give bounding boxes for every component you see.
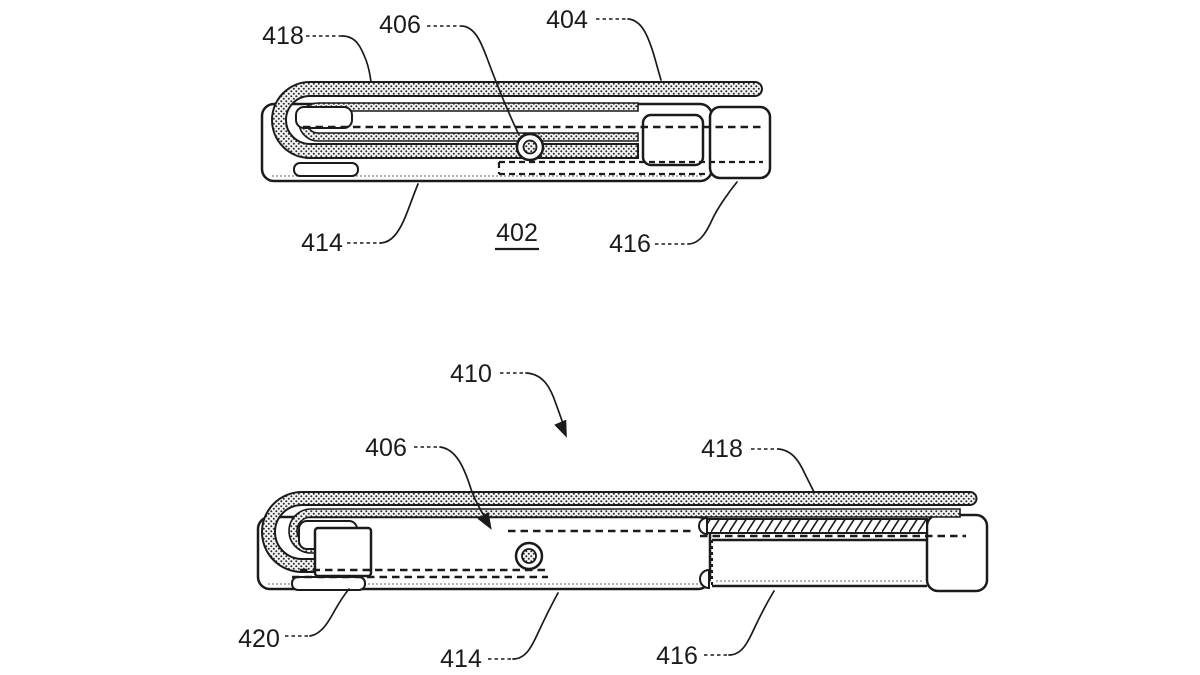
leader-406 bbox=[439, 446, 487, 520]
leader-420 bbox=[309, 588, 350, 637]
flexible-display-outer-layer bbox=[271, 81, 763, 159]
hinge-roller-core bbox=[521, 548, 537, 564]
hinge-roller-core bbox=[522, 139, 538, 155]
ref-label-414: 414 bbox=[301, 229, 343, 257]
figure-410-extended-device: 410 406 418 420 414 416 bbox=[238, 360, 989, 673]
lower-guide-tab bbox=[293, 162, 359, 177]
leader-416 bbox=[687, 181, 738, 245]
ref-label-414: 414 bbox=[440, 645, 482, 673]
internal-component-box bbox=[641, 113, 705, 167]
fold-support-tab bbox=[295, 106, 353, 129]
leader-414 bbox=[512, 592, 559, 660]
ref-label-404: 404 bbox=[546, 6, 588, 34]
device-end-cap bbox=[708, 105, 772, 180]
leader-404 bbox=[627, 18, 662, 81]
arrowhead-406 bbox=[477, 511, 492, 530]
leader-410 bbox=[525, 372, 566, 430]
ref-label-420: 420 bbox=[238, 625, 280, 653]
figure-number-402: 402 bbox=[496, 219, 538, 247]
rail-end-latch-bottom bbox=[699, 568, 710, 590]
ref-label-416: 416 bbox=[609, 230, 651, 258]
figure-402-folded-device: 418 406 404 414 402 416 bbox=[260, 6, 772, 258]
ref-label-418: 418 bbox=[701, 435, 743, 463]
leader-414 bbox=[379, 183, 419, 244]
ref-label-418: 418 bbox=[262, 22, 304, 50]
arrowhead-410 bbox=[554, 419, 567, 438]
ref-label-416: 416 bbox=[656, 642, 698, 670]
device-housing-right-slide bbox=[711, 538, 927, 588]
slide-rail-hatched bbox=[706, 518, 928, 534]
leader-416 bbox=[728, 590, 775, 656]
device-end-cap bbox=[925, 513, 989, 593]
leader-418 bbox=[341, 35, 372, 83]
leader-418 bbox=[777, 448, 815, 493]
leader-406 bbox=[461, 25, 520, 136]
rail-end-latch-top bbox=[698, 516, 708, 536]
figure-number-410: 410 bbox=[450, 360, 492, 388]
lower-guide-tab bbox=[291, 576, 366, 591]
ref-label-406: 406 bbox=[365, 434, 407, 462]
ref-label-406: 406 bbox=[379, 11, 421, 39]
